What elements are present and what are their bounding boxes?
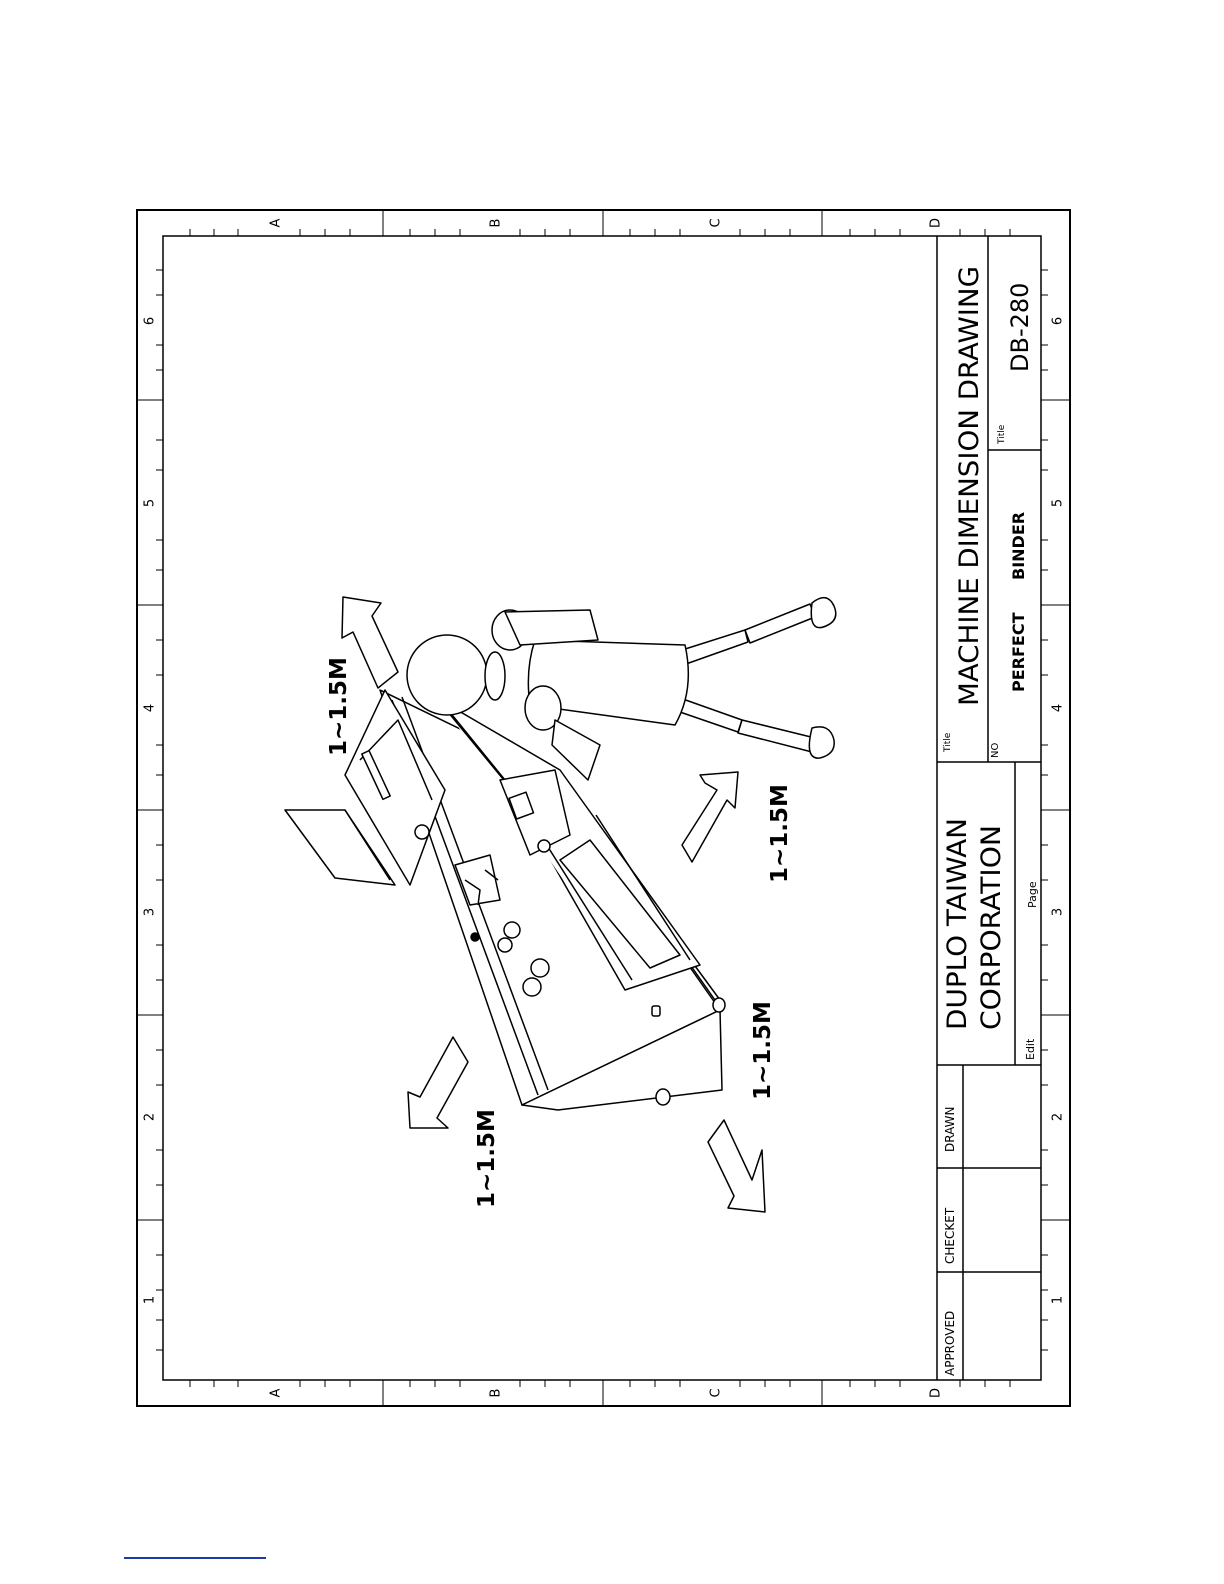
- title-block-text: Title MACHINE DIMENSION DRAWING NO PERFE…: [942, 266, 1039, 1376]
- col-number-right-5: 5: [1051, 499, 1066, 507]
- arrow-right-icon: [682, 772, 738, 862]
- arrow-down-icon: [708, 1120, 765, 1212]
- subject-word-binder: BINDER: [1009, 512, 1028, 580]
- row-letter-bottom-d: D: [929, 1388, 944, 1398]
- border-ticks: [156, 229, 1048, 1387]
- title-caption-2: Title: [997, 424, 1007, 445]
- page-caption: Page: [1026, 881, 1039, 908]
- col-number-left-4: 4: [143, 704, 158, 712]
- drawing-title: MACHINE DIMENSION DRAWING: [954, 266, 985, 706]
- col-number-left-2: 2: [143, 1113, 158, 1121]
- col-number-right-2: 2: [1051, 1113, 1066, 1121]
- model-number: DB-280: [1006, 283, 1034, 372]
- subject-word-perfect: PERFECT: [1009, 612, 1028, 692]
- row-letter-bottom-b: B: [489, 1389, 504, 1398]
- approved-label: APPROVED: [943, 1311, 957, 1376]
- clearance-label-left: 1~1.5M: [474, 1109, 500, 1208]
- column-numbers: 1 2 3 4 5 6 1 2 3 4 5 6: [143, 317, 1066, 1304]
- col-number-right-3: 3: [1051, 908, 1066, 916]
- clearance-label-bottom: 1~1.5M: [750, 1001, 776, 1100]
- checked-label: CHECKET: [943, 1207, 957, 1264]
- row-letter-bottom-c: C: [709, 1388, 724, 1397]
- clearance-label-right: 1~1.5M: [767, 784, 793, 883]
- row-letter-bottom-a: A: [269, 1388, 284, 1397]
- footer-rule: [124, 1557, 266, 1559]
- col-number-right-4: 4: [1051, 704, 1066, 712]
- col-number-left-5: 5: [143, 499, 158, 507]
- drawn-label: DRAWN: [943, 1107, 957, 1153]
- row-letter-top-c: C: [709, 218, 724, 227]
- row-letter-top-a: A: [269, 218, 284, 227]
- col-number-left-1: 1: [143, 1296, 158, 1304]
- drawing-frame: [137, 210, 1070, 1406]
- no-caption: NO: [990, 743, 1001, 758]
- col-number-right-6: 6: [1051, 317, 1066, 325]
- col-number-left-6: 6: [143, 317, 158, 325]
- company-line-2: CORPORATION: [976, 825, 1007, 1030]
- arrow-left-icon: [408, 1037, 468, 1128]
- row-letter-top-d: D: [929, 218, 944, 228]
- col-number-right-1: 1: [1051, 1296, 1066, 1304]
- row-letter-top-b: B: [489, 219, 504, 228]
- clearance-label-top: 1~1.5M: [326, 657, 352, 756]
- title-caption: Title: [943, 732, 953, 753]
- company-line-1: DUPLO TAIWAN: [942, 818, 973, 1030]
- edit-caption: Edit: [1024, 1038, 1037, 1060]
- col-number-left-3: 3: [143, 908, 158, 916]
